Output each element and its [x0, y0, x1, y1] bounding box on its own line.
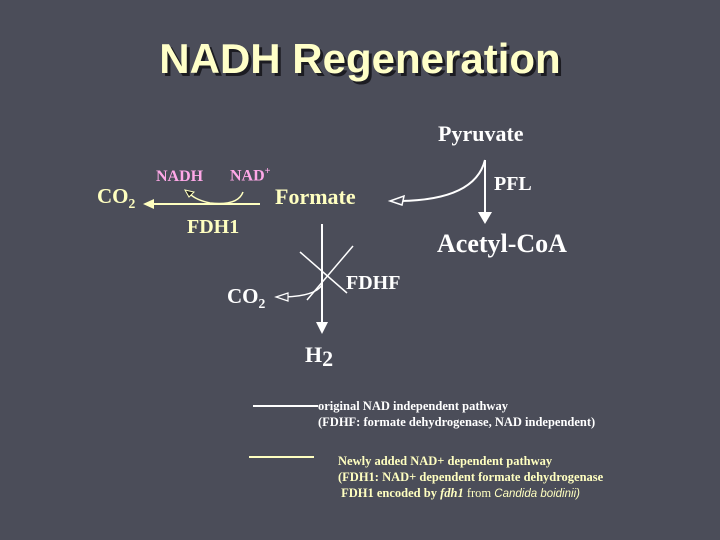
gene-name: fdh1: [440, 486, 464, 500]
pyruvate-formate-arrow: [399, 159, 486, 202]
nad-curve: [189, 191, 244, 205]
fdhf-arrowhead: [316, 322, 328, 334]
co2-product-left: CO2: [97, 186, 135, 211]
source-from: from: [463, 486, 495, 500]
pfl-label: PFL: [494, 173, 532, 195]
legend-original-desc: (FDHF: formate dehydrogenase, NAD indepe…: [318, 415, 596, 429]
co2-text: CO: [97, 184, 129, 208]
legend-original: original NAD independent pathway (FDHF: …: [318, 398, 595, 430]
formate-label: Formate: [275, 184, 356, 209]
source-prefix: FDH1 encoded by: [338, 486, 441, 500]
pyruvate-formate-arrowhead: [387, 194, 406, 206]
acetyl-coa-label: Acetyl-CoA: [437, 229, 567, 258]
co2-subscript: 2: [128, 196, 136, 212]
fdh1-label: FDH1: [187, 216, 240, 238]
legend-new: Newly added NAD+ dependent pathway (FDH1…: [338, 453, 603, 502]
legend-original-title: original NAD independent pathway: [318, 399, 508, 413]
nad-plus-label: NAD+: [230, 166, 271, 185]
h2-text: H: [305, 342, 323, 367]
co2-branch-arrowhead: [274, 292, 289, 302]
co2-product-mid: CO2: [227, 286, 265, 311]
legend-new-source: FDH1 encoded by fdh1 from Candida boidin…: [338, 485, 603, 502]
nad-text: NAD: [230, 167, 265, 185]
h2-subscript: 2: [322, 346, 334, 371]
pfl-arrowhead: [478, 212, 492, 224]
nad-curve-arrowhead: [184, 189, 195, 198]
co2-branch-arrow: [284, 284, 323, 298]
nadh-label: NADH: [156, 168, 204, 185]
co2-text: CO: [227, 284, 259, 308]
fdh1-arrowhead: [143, 199, 154, 209]
organism-name: Candida boidinii): [494, 488, 580, 500]
cross-line-1: [299, 251, 348, 294]
slide-title: NADH Regeneration: [159, 35, 561, 82]
pyruvate-label: Pyruvate: [438, 121, 524, 146]
legend-new-desc: (FDH1: NAD+ dependent formate dehydrogen…: [338, 470, 604, 484]
h2-product: H2: [305, 342, 333, 370]
co2-subscript: 2: [258, 296, 266, 312]
legend-new-title: Newly added NAD+ dependent pathway: [338, 454, 553, 468]
fdhf-label: FDHF: [346, 272, 401, 294]
nad-superscript: +: [264, 166, 271, 177]
